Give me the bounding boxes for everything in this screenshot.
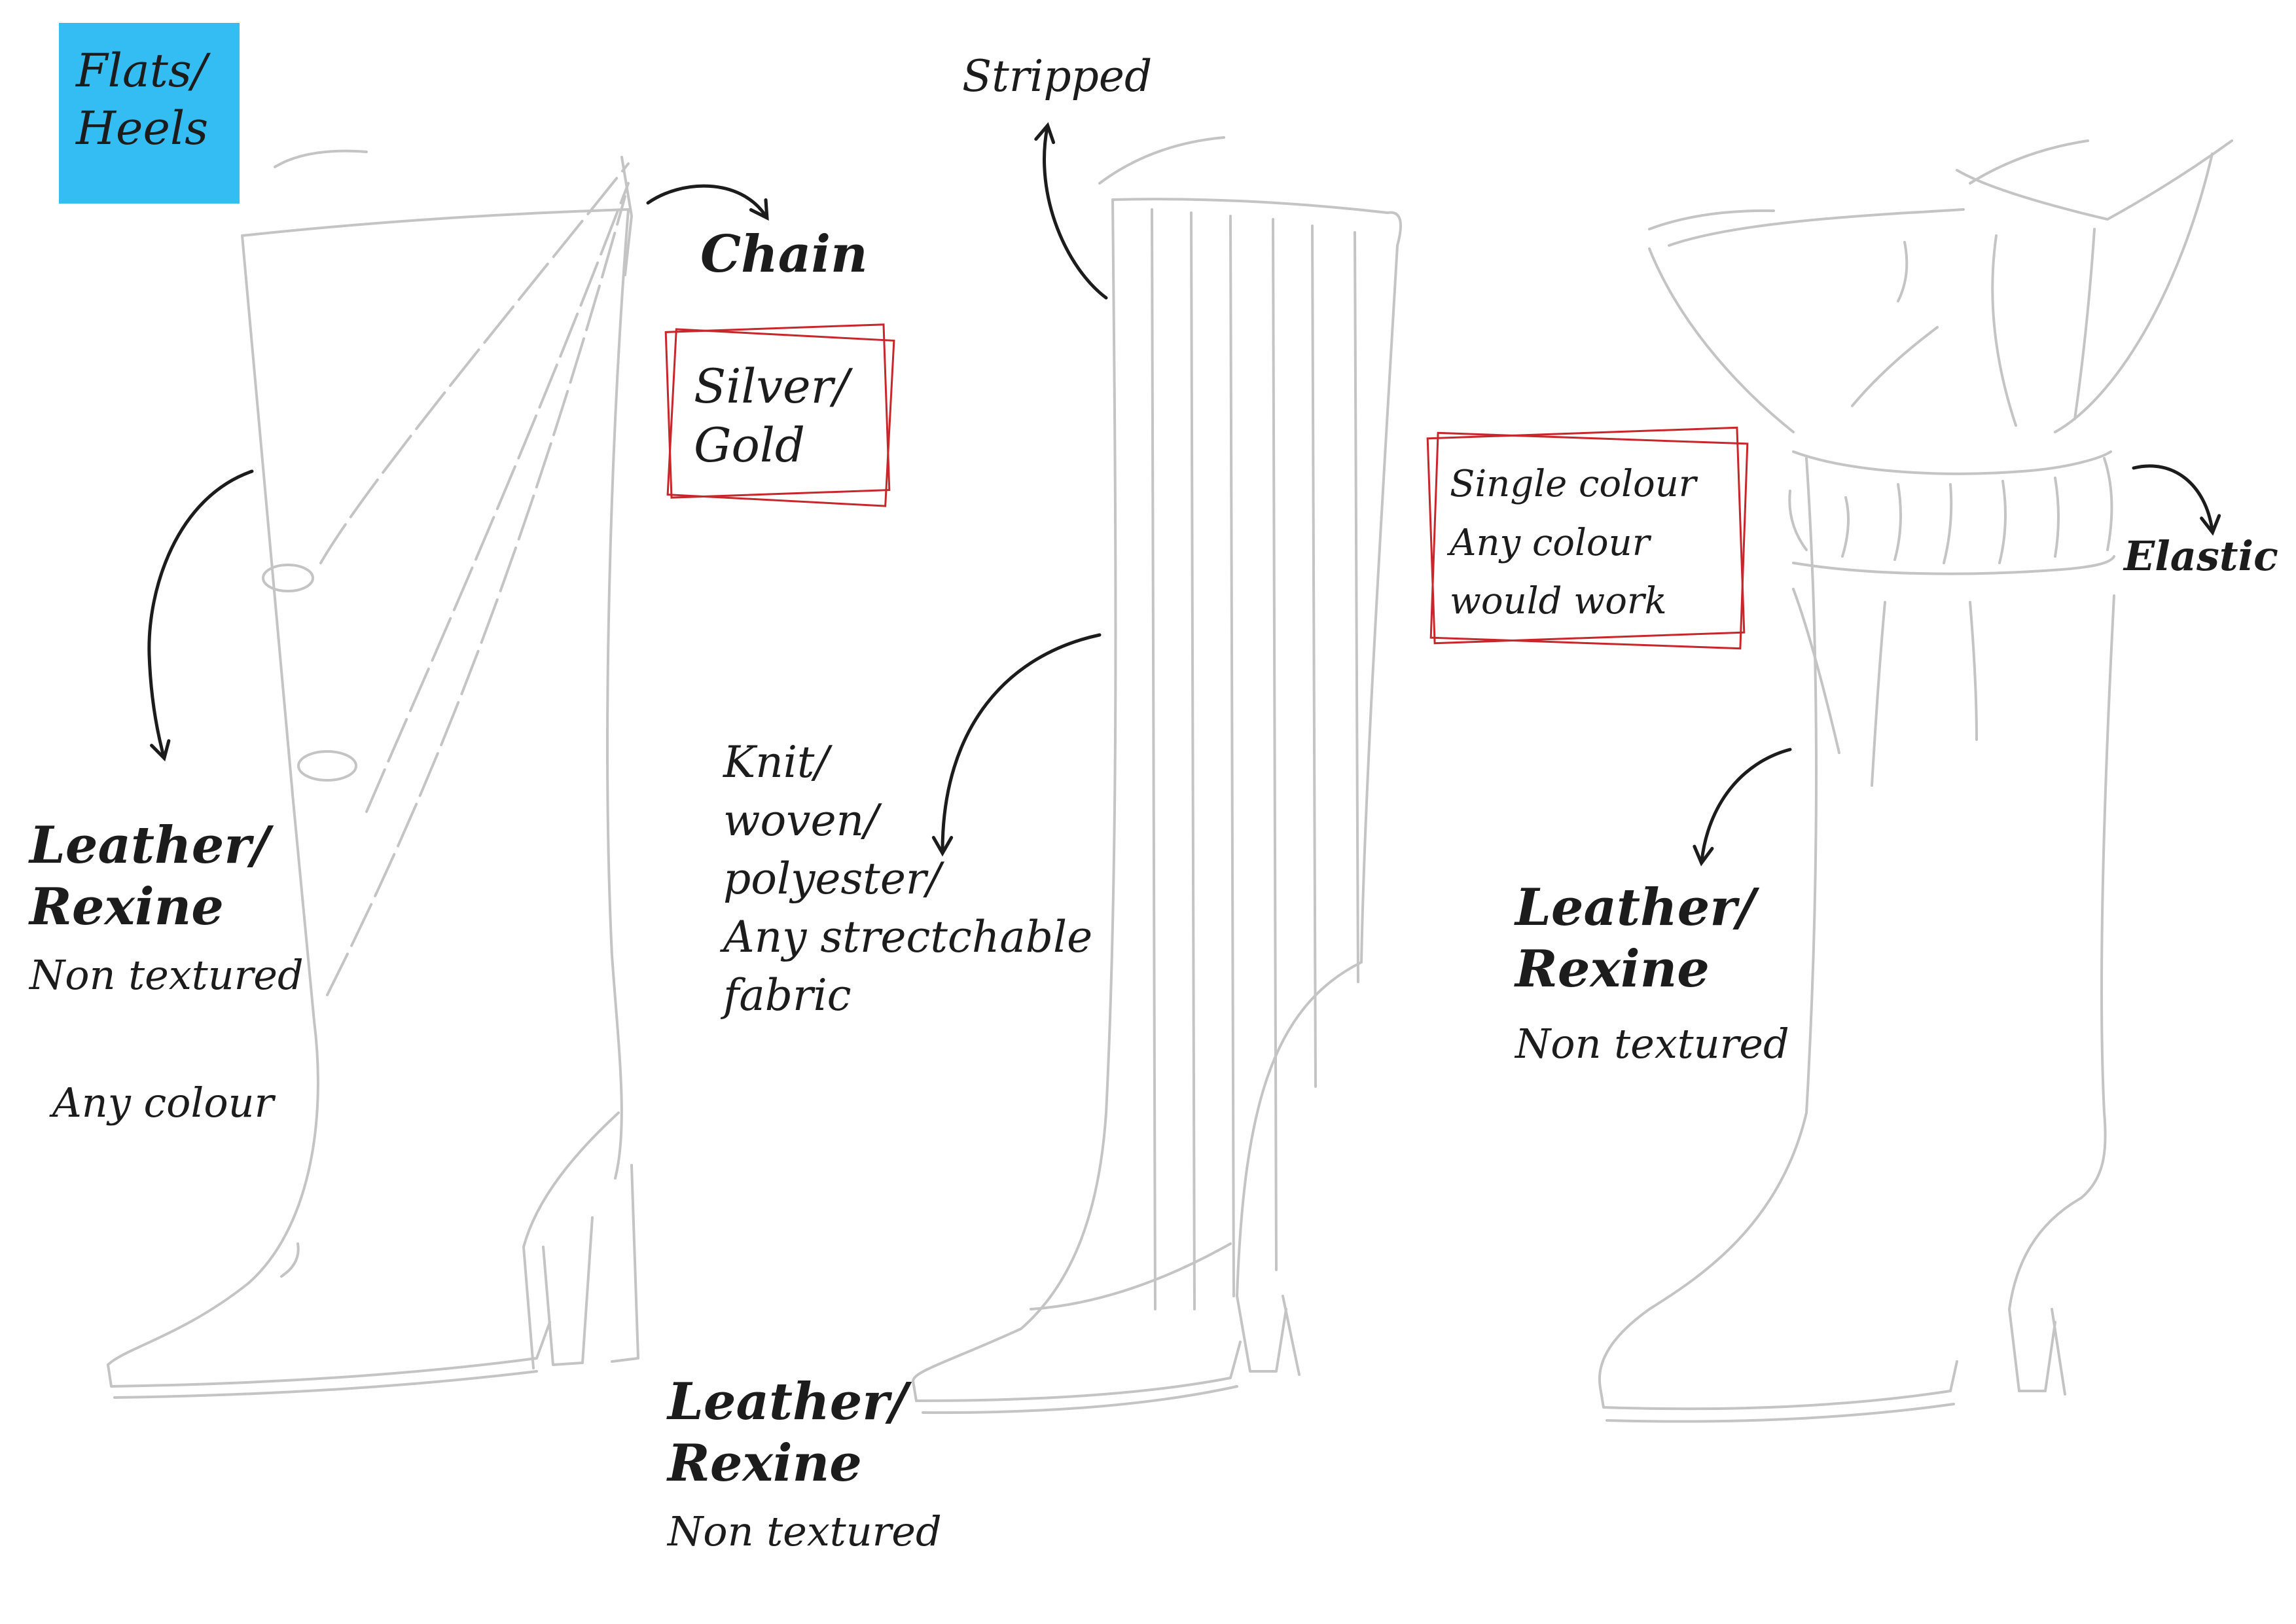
boot3-material-line-1: Leather/ <box>1515 878 1755 937</box>
colour-note-label: Single colour Any colour would work <box>1450 455 1696 631</box>
style-sticky-note: Flats/ Heels <box>59 23 240 204</box>
arrow-to-boot3-material <box>1693 748 1792 867</box>
boot2-material-label: Leather/ Rexine <box>668 1371 908 1494</box>
arrow-to-boot1-material <box>147 469 254 762</box>
chain-color-line-1: Silver/ <box>694 359 850 414</box>
sticky-label: Flats/ Heels <box>76 43 208 157</box>
colour-note-line-3: would work <box>1450 580 1667 623</box>
fabric-line-3: polyester/ <box>723 854 941 905</box>
elastic-label: Elastic <box>2124 532 2278 580</box>
arrow-to-fabric <box>931 633 1102 857</box>
fabric-line-4: Any strectchable <box>723 912 1093 963</box>
chain-label: Chain <box>700 225 868 284</box>
boot1-material-line-1: Leather/ <box>29 816 270 875</box>
annotation-arrows <box>147 122 2221 867</box>
chain-color-label: Silver/ Gold <box>694 357 849 475</box>
arrow-to-stripped <box>1034 122 1108 300</box>
fabric-line-1: Knit/ <box>723 737 829 787</box>
boot1-material-line-2: Rexine <box>29 876 224 937</box>
boot-3-sketch <box>1598 139 2233 1423</box>
arrow-to-elastic <box>2132 464 2221 536</box>
colour-note-line-1: Single colour <box>1450 463 1696 505</box>
boot1-texture-label: Non textured <box>29 951 304 999</box>
colour-note-line-2: Any colour <box>1450 521 1650 564</box>
boot-2-sketch <box>912 136 1402 1415</box>
sticky-line-2: Heels <box>76 101 209 155</box>
boot1-material-label: Leather/ Rexine <box>29 815 270 937</box>
boot-1-sketch <box>107 149 639 1399</box>
boot2-material-line-2: Rexine <box>668 1433 862 1493</box>
sticky-line-1: Flats/ <box>76 44 207 98</box>
boot2-material-line-1: Leather/ <box>668 1372 908 1432</box>
fabric-line-2: woven/ <box>723 795 879 846</box>
boot2-texture-label: Non textured <box>668 1507 942 1555</box>
fabric-line-5: fabric <box>723 970 852 1021</box>
arrow-to-chain <box>646 184 769 221</box>
boot3-material-line-2: Rexine <box>1515 939 1710 999</box>
boot1-colour-label: Any colour <box>52 1079 274 1127</box>
fabric-label: Knit/ woven/ polyester/ Any strectchable… <box>723 733 1092 1024</box>
chain-color-line-2: Gold <box>694 418 805 473</box>
stripped-label: Stripped <box>962 51 1153 101</box>
boot3-material-label: Leather/ Rexine <box>1515 877 1755 1000</box>
boot3-texture-label: Non textured <box>1515 1020 1789 1068</box>
